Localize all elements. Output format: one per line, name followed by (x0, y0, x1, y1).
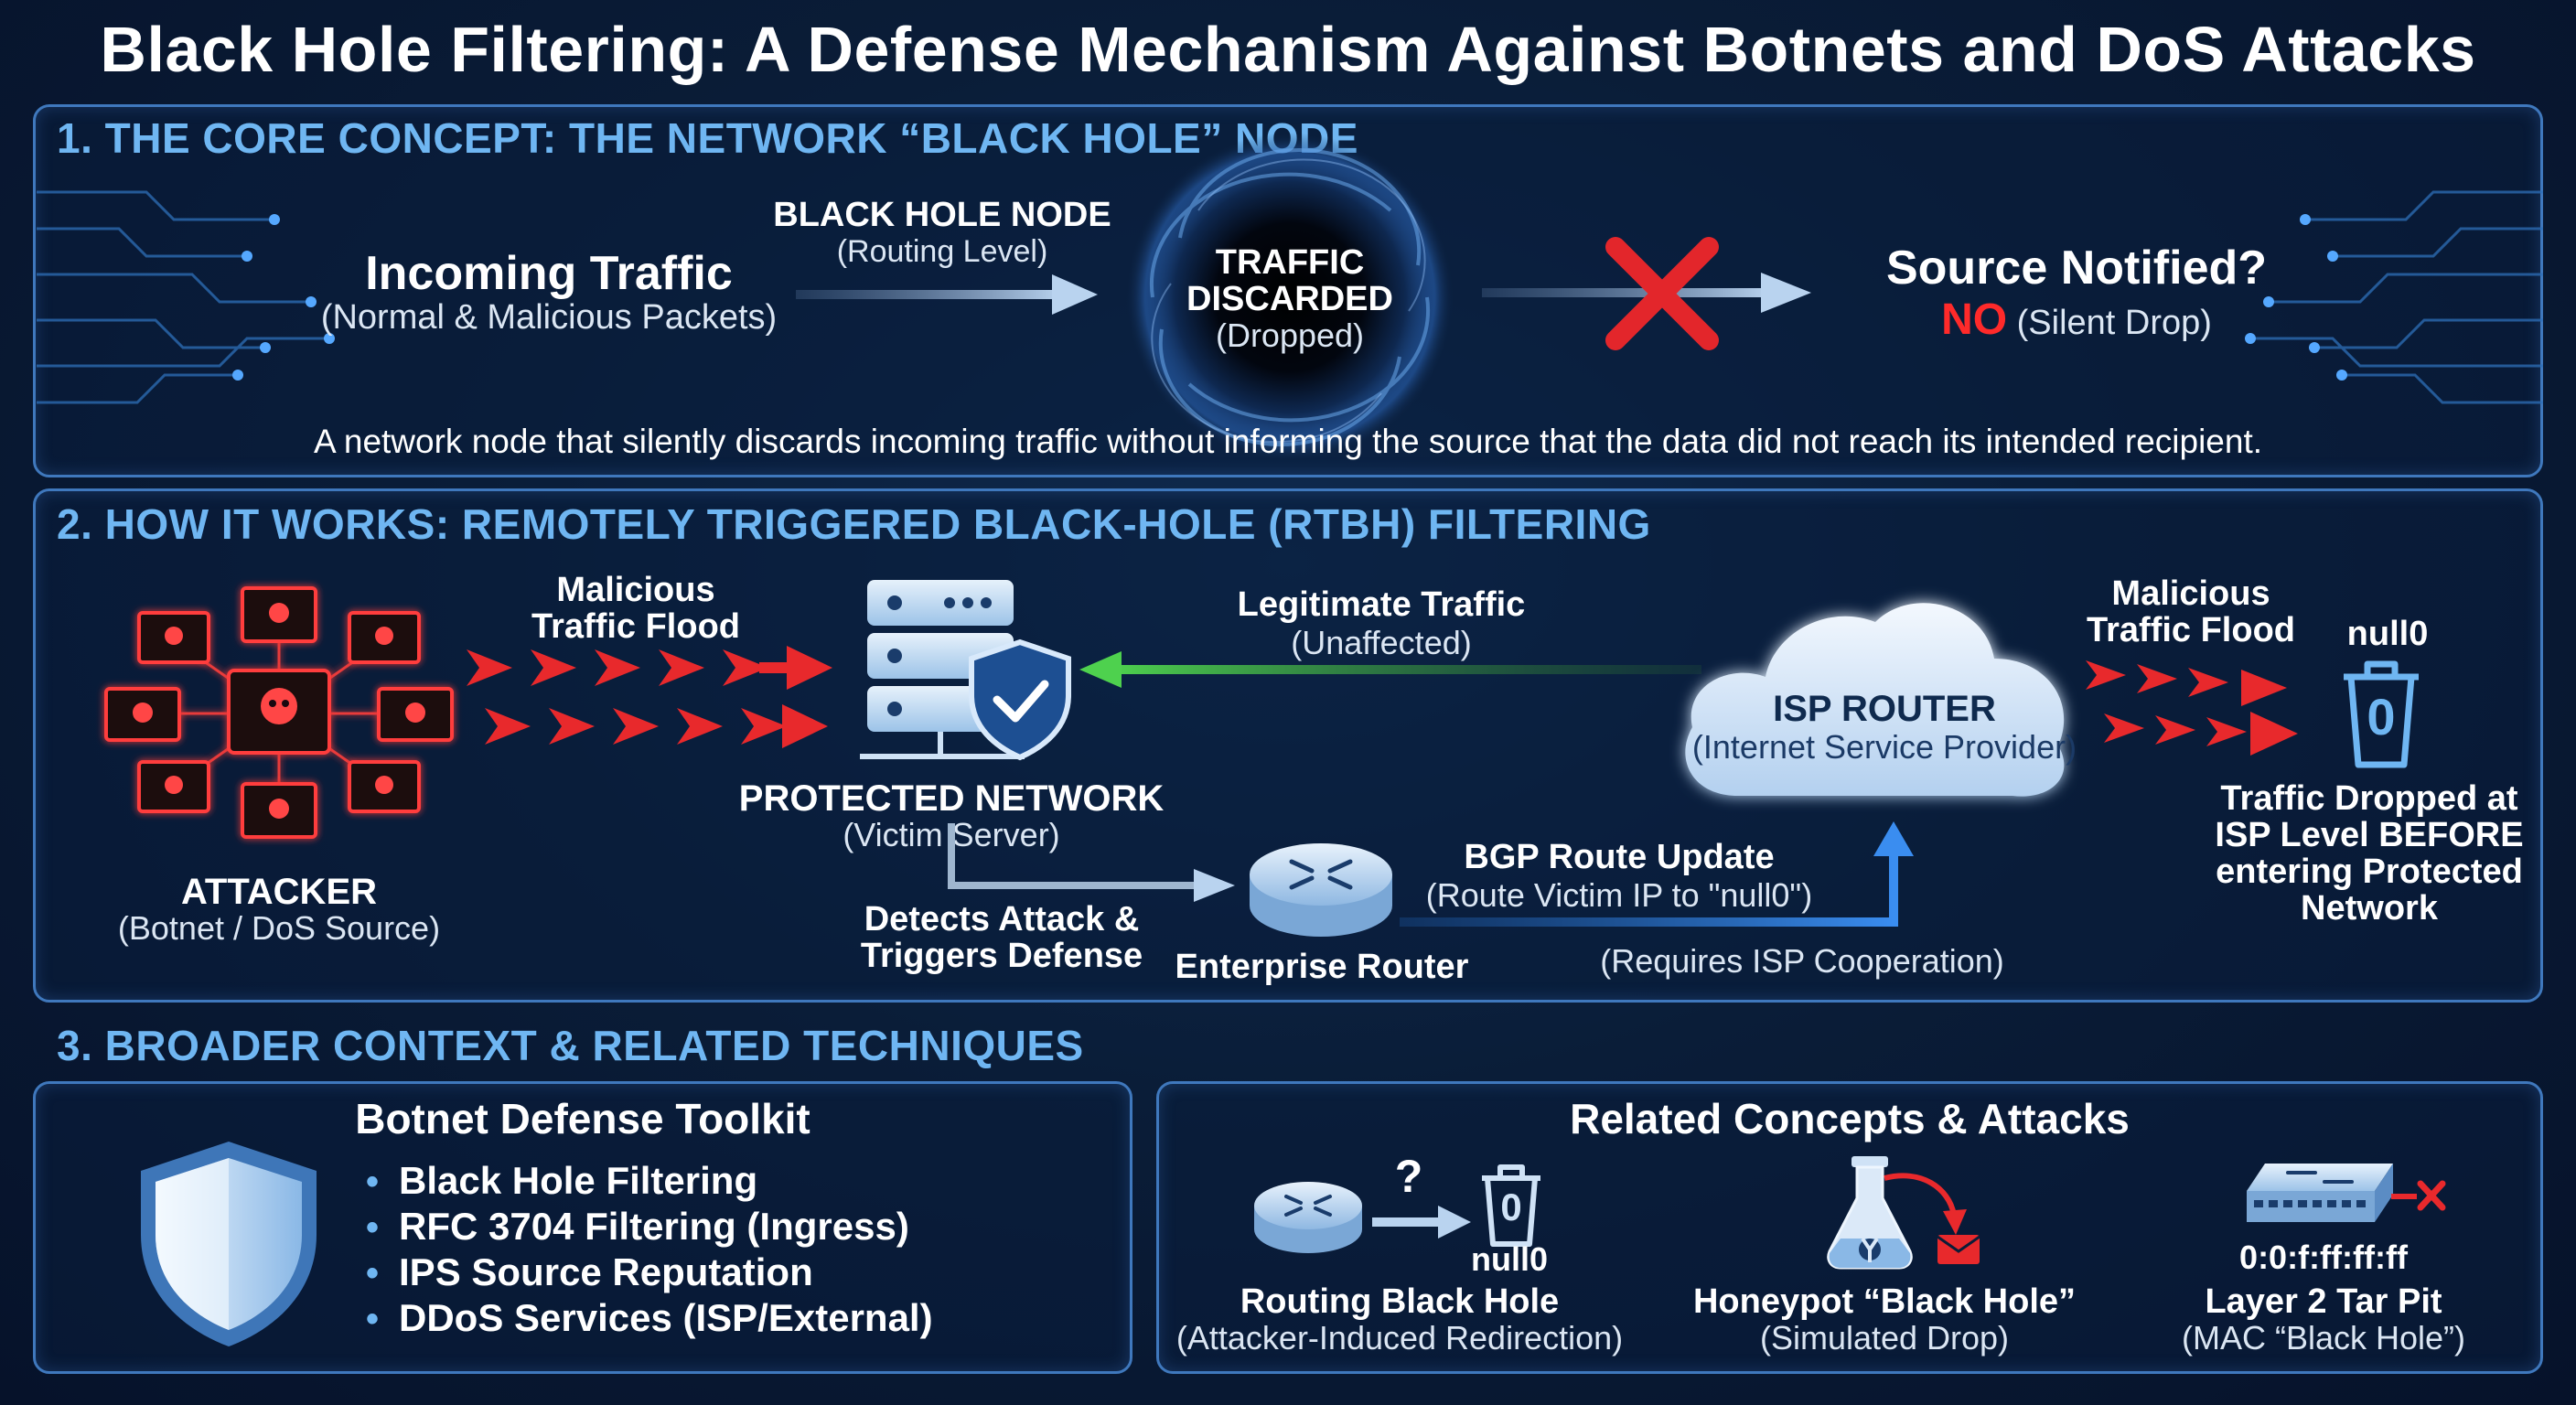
routing-null0-label: null0 (1470, 1240, 1548, 1278)
tarpit-mac-address: 0:0:f:ff:ff:ff (2239, 1239, 2408, 1276)
detects-attack-line1: Detects Attack & (864, 900, 1140, 938)
honeypot-subtitle: (Simulated Drop) (1759, 1319, 2010, 1357)
attacker-title: ATTACKER (180, 872, 378, 912)
isp-router-cloud (1685, 603, 2065, 797)
silent-drop-label: (Silent Drop) (2016, 304, 2212, 342)
detection-path-arrow (948, 823, 1235, 902)
dropped-line4: Network (2301, 889, 2438, 928)
routing-arrow (1372, 1206, 1471, 1239)
black-hole-swirl (1125, 133, 1454, 462)
list-item: DDoS Services (ISP/External) (366, 1295, 933, 1341)
routing-router-icon (1254, 1182, 1362, 1253)
switch-icon (2247, 1164, 2446, 1222)
legitimate-traffic-arrow (1079, 651, 1701, 688)
related-concepts-title: Related Concepts & Attacks (1570, 1095, 2130, 1142)
enterprise-router-icon (1250, 843, 1392, 937)
attacker-botnet-icon (104, 586, 454, 839)
detects-attack-line2: Triggers Defense (860, 937, 1143, 975)
null0-label: null0 (2346, 615, 2429, 653)
isp-router-title: ISP ROUTER (1773, 689, 1996, 729)
section-1-heading: 1. THE CORE CONCEPT: THE NETWORK “BLACK … (57, 114, 1358, 162)
legitimate-traffic-title: Legitimate Traffic (1237, 585, 1526, 624)
black-hole-node-sublabel: (Routing Level) (836, 234, 1048, 269)
enterprise-router-label: Enterprise Router (1175, 948, 1469, 986)
shield-icon (141, 1142, 317, 1346)
source-notified-answer: NO (Silent Drop) (1848, 295, 2305, 345)
list-item: Black Hole Filtering (366, 1158, 933, 1204)
toolkit-list: Black Hole Filtering RFC 3704 Filtering … (366, 1158, 933, 1341)
core-concept-description: A network node that silently discards in… (313, 423, 2263, 460)
routing-question-mark: ? (1394, 1151, 1423, 1202)
malicious-flood-arrows-right (2086, 660, 2298, 756)
section-2-heading: 2. HOW IT WORKS: REMOTELY TRIGGERED BLAC… (57, 500, 1651, 548)
circuit-decoration-right (2245, 190, 2543, 404)
incoming-traffic-title: Incoming Traffic (365, 247, 733, 300)
legitimate-traffic-subtitle: (Unaffected) (1291, 624, 1472, 661)
honeypot-flask-icon (1827, 1156, 1980, 1270)
null0-trash-icon (2344, 660, 2419, 768)
incoming-arrow (796, 274, 1098, 315)
flood-left-line2: Traffic Flood (531, 607, 740, 646)
traffic-discarded-line1: TRAFFIC (1215, 243, 1365, 282)
page-title: Black Hole Filtering: A Defense Mechanis… (100, 14, 2476, 85)
routing-black-hole-title: Routing Black Hole (1240, 1282, 1560, 1321)
bgp-update-subtitle: (Route Victim IP to "null0") (1425, 876, 1813, 914)
tarpit-subtitle: (MAC “Black Hole”) (2181, 1319, 2466, 1357)
bgp-update-title: BGP Route Update (1464, 838, 1775, 876)
isp-router-subtitle: (Internet Service Provider) (1691, 728, 2077, 766)
routing-bin-digit: 0 (1500, 1185, 1522, 1228)
bgp-update-arrow (1400, 821, 1914, 927)
section-3-heading: 3. BROADER CONTEXT & RELATED TECHNIQUES (57, 1022, 1084, 1069)
requires-isp-cooperation: (Requires ISP Cooperation) (1600, 942, 2004, 980)
dropped-line2: ISP Level BEFORE (2215, 816, 2524, 854)
source-notified-title: Source Notified? (1885, 241, 2268, 295)
toolkit-title: Botnet Defense Toolkit (355, 1095, 810, 1142)
protected-network-title: PROTECTED NETWORK (738, 778, 1165, 819)
no-label: NO (1941, 295, 2008, 344)
blocked-x-icon (1605, 237, 1719, 350)
outgoing-arrow (1482, 273, 1811, 313)
flood-right-line1: Malicious (2111, 574, 2270, 613)
null0-bin-digit: 0 (2367, 688, 2396, 745)
incoming-traffic-subtitle: (Normal & Malicious Packets) (320, 298, 778, 337)
circuit-decoration-left (37, 190, 335, 404)
flood-left-line1: Malicious (556, 571, 715, 609)
list-item: IPS Source Reputation (366, 1249, 933, 1295)
malicious-flood-arrows-left (467, 646, 832, 748)
flood-right-line2: Traffic Flood (2087, 611, 2295, 649)
honeypot-title: Honeypot “Black Hole” (1692, 1282, 2077, 1321)
attacker-subtitle: (Botnet / DoS Source) (117, 909, 441, 947)
traffic-discarded-sub: (Dropped) (1215, 316, 1365, 354)
dropped-line3: entering Protected (2216, 853, 2523, 891)
routing-black-hole-subtitle: (Attacker-Induced Redirection) (1175, 1319, 1624, 1357)
tarpit-title: Layer 2 Tar Pit (2205, 1282, 2442, 1321)
routing-trash-icon (1482, 1164, 1540, 1247)
dropped-line1: Traffic Dropped at (2220, 779, 2518, 818)
protected-server-icon (860, 580, 1071, 761)
traffic-discarded-line2: DISCARDED (1186, 280, 1393, 318)
list-item: RFC 3704 Filtering (Ingress) (366, 1204, 933, 1249)
black-hole-node-label: BLACK HOLE NODE (773, 196, 1111, 234)
